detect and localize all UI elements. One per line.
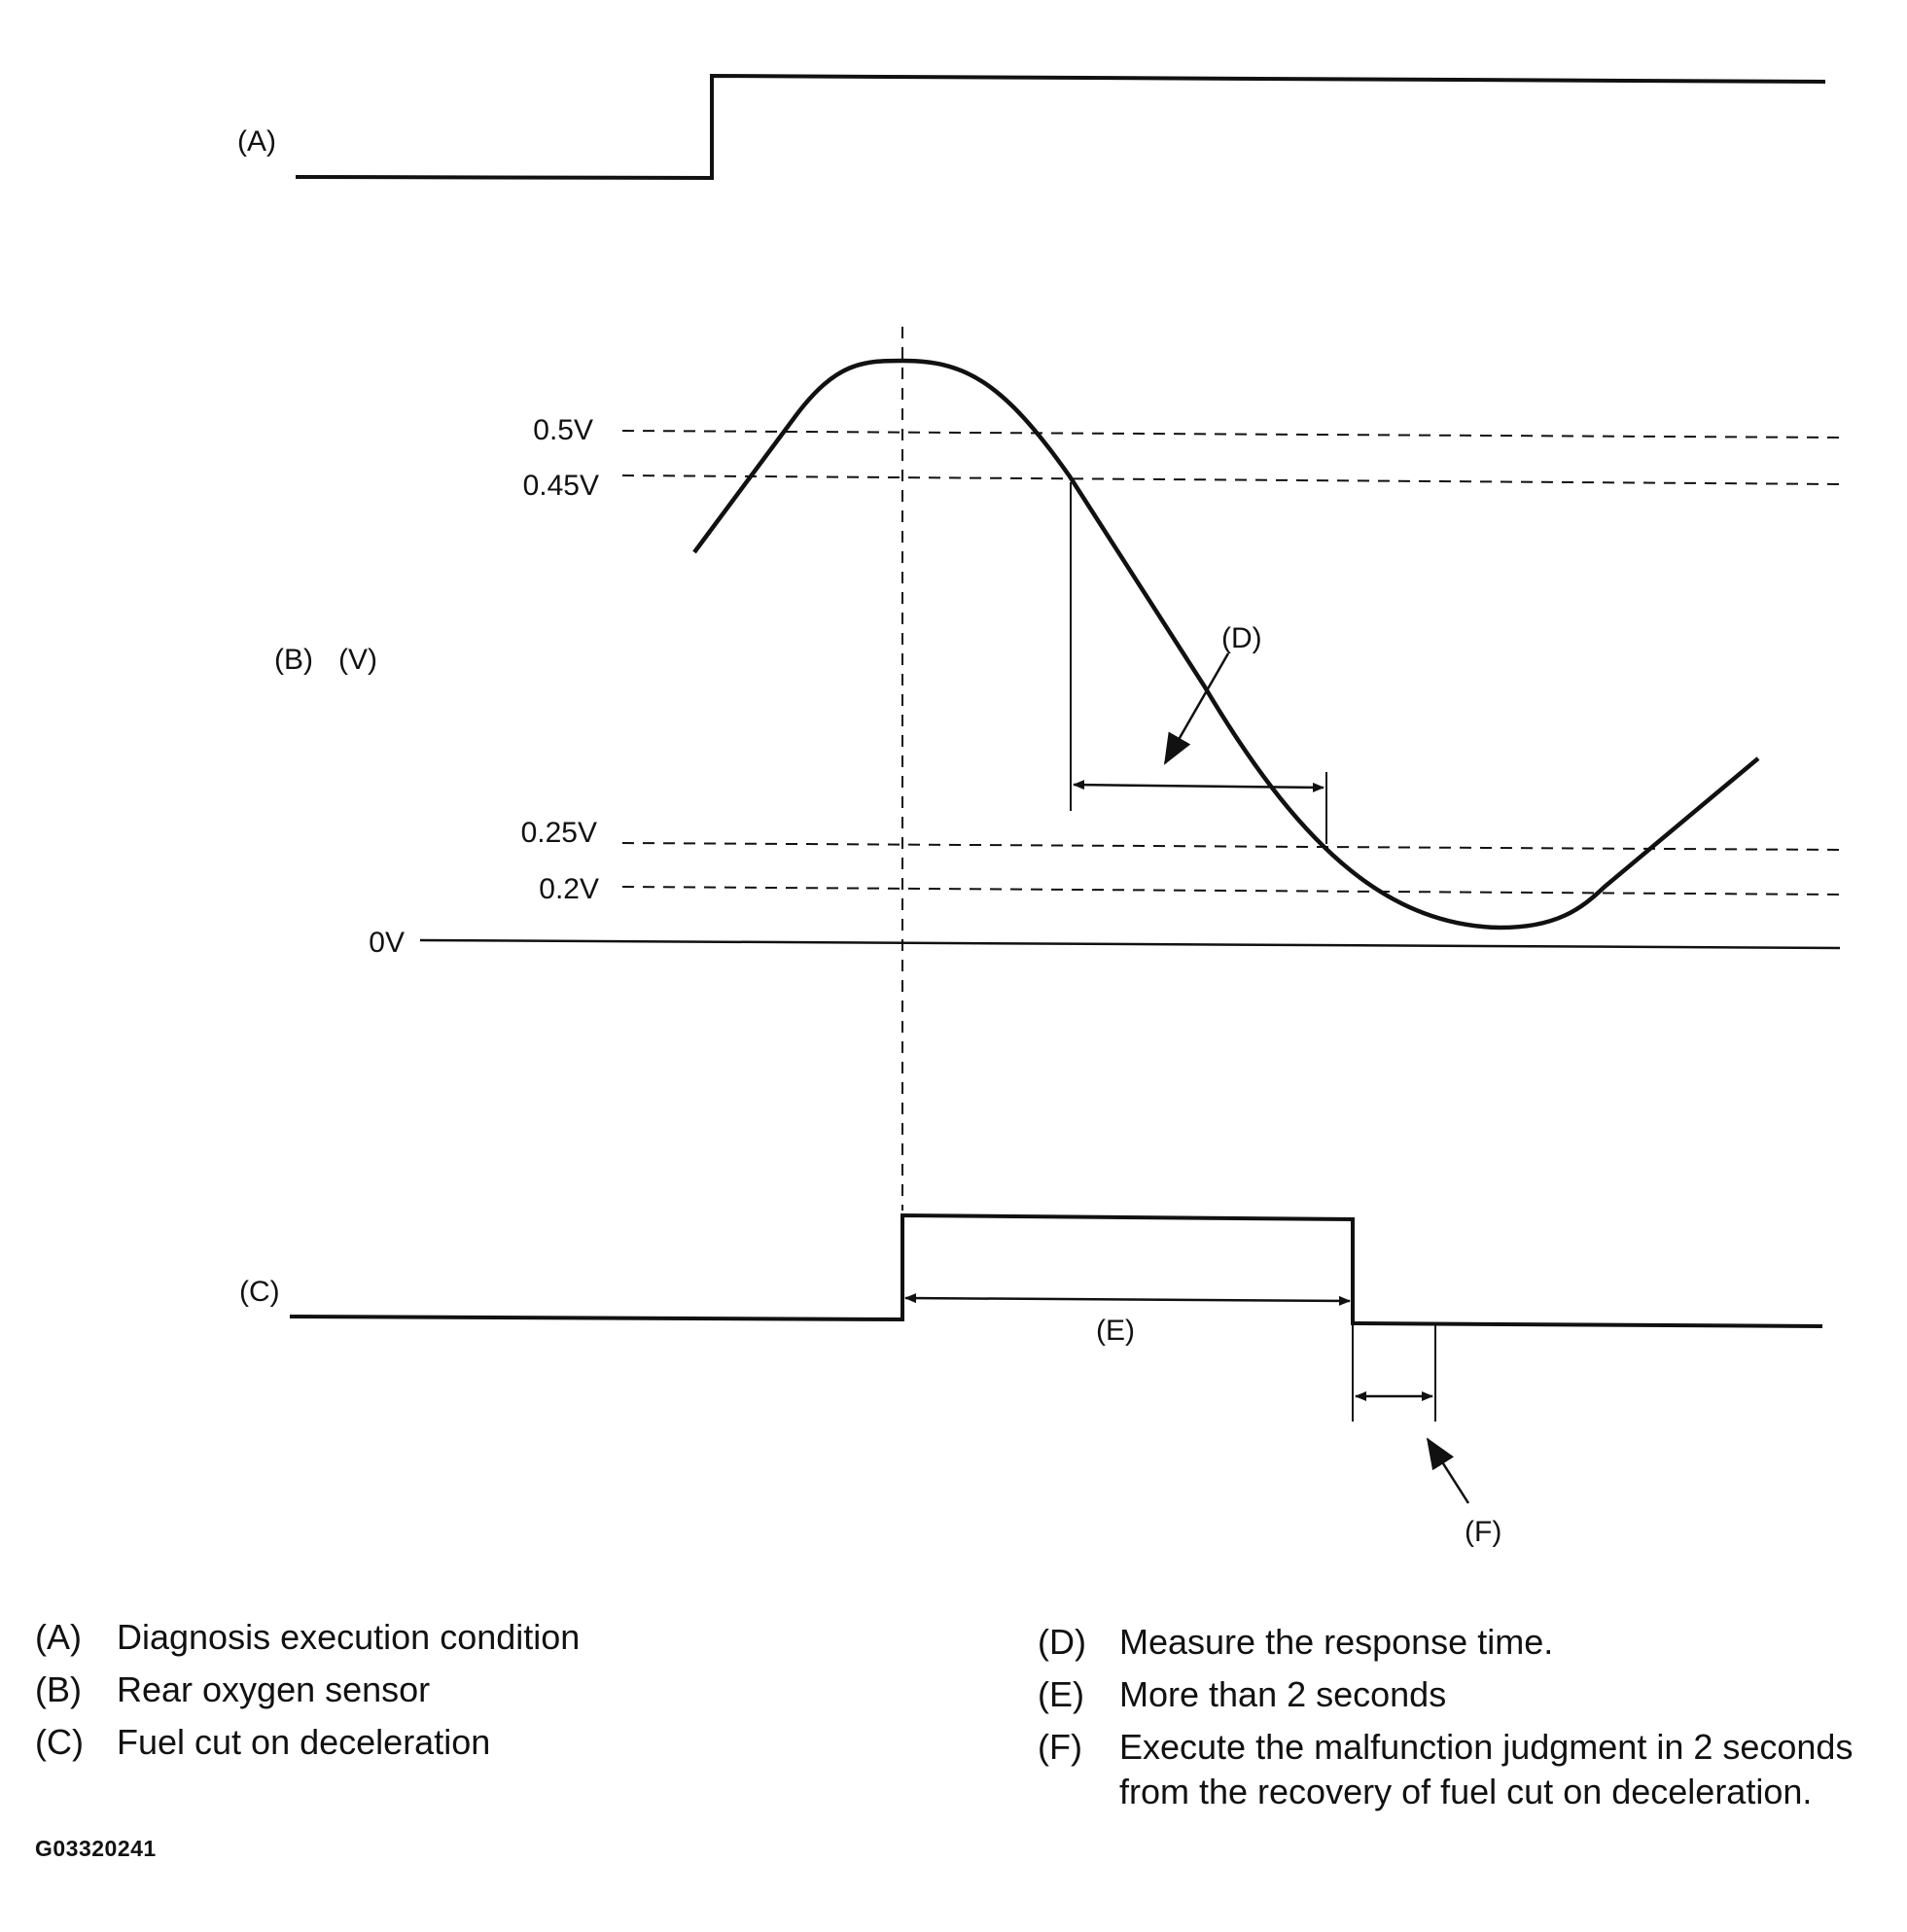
callout-e-label: (E) [1096,1315,1135,1347]
legend-item-e: (E) More than 2 seconds [1038,1672,1893,1717]
legend-item-b: (B) Rear oxygen sensor [35,1668,794,1712]
legend-key: (B) [35,1669,82,1709]
legend-key: (D) [1038,1622,1086,1662]
signal-b-waveform [692,358,1760,931]
zero-volt-line [419,938,1841,950]
signal-c-label: (C) [239,1276,280,1308]
voltage-label-0v: 0V [369,927,405,959]
legend-left: (A) Diagnosis execution condition (B) Rear… [35,1615,794,1765]
legend-text: Fuel cut on deceleration [117,1722,491,1762]
voltage-label-0.45v: 0.45V [523,470,599,502]
voltage-label-0.2v: 0.2V [539,873,599,905]
legend-key: (F) [1038,1727,1082,1767]
reference-line-0.2v [621,886,1842,896]
duration-e-arrow [904,1293,1351,1306]
legend-item-a: (A) Diagnosis execution condition [35,1615,794,1660]
signal-a-label: (A) [237,125,276,158]
legend-text: More than 2 seconds [1119,1674,1447,1714]
figure-code: G03320241 [35,1836,157,1861]
legend-key: (E) [1038,1674,1084,1714]
legend-key: (C) [35,1722,84,1762]
legend-text: Measure the response time. [1119,1622,1554,1662]
legend-text: Execute the malfunction judgment in 2 se… [1119,1727,1854,1811]
signal-b-label: (B) [274,644,313,676]
legend-text: Rear oxygen sensor [117,1669,431,1709]
signal-b-unit-label: (V) [338,644,377,676]
legend-item-f: (F) Execute the malfunction judgment in 2… [1038,1725,1893,1814]
legend-right: (D) Measure the response time. (E) More th… [1038,1620,1893,1814]
reference-line-0.45v [621,474,1842,485]
legend-key: (A) [35,1617,82,1657]
legend-item-c: (C) Fuel cut on deceleration [35,1720,794,1765]
legend-text: Diagnosis execution condition [117,1617,581,1657]
callout-d-label: (D) [1221,622,1262,654]
legend-item-d: (D) Measure the response time. [1038,1620,1893,1665]
signal-c-waveform [289,1212,1823,1328]
callout-d-pointer [1163,652,1230,765]
voltage-label-0.5v: 0.5V [533,414,593,446]
response-time-arrow [1073,780,1324,792]
voltage-label-0.25v: 0.25V [521,817,597,849]
reference-line-0.5v [621,430,1842,439]
callout-f-label: (F) [1465,1516,1501,1548]
signal-a-waveform [295,73,1826,181]
callout-f-pointer [1426,1437,1470,1504]
